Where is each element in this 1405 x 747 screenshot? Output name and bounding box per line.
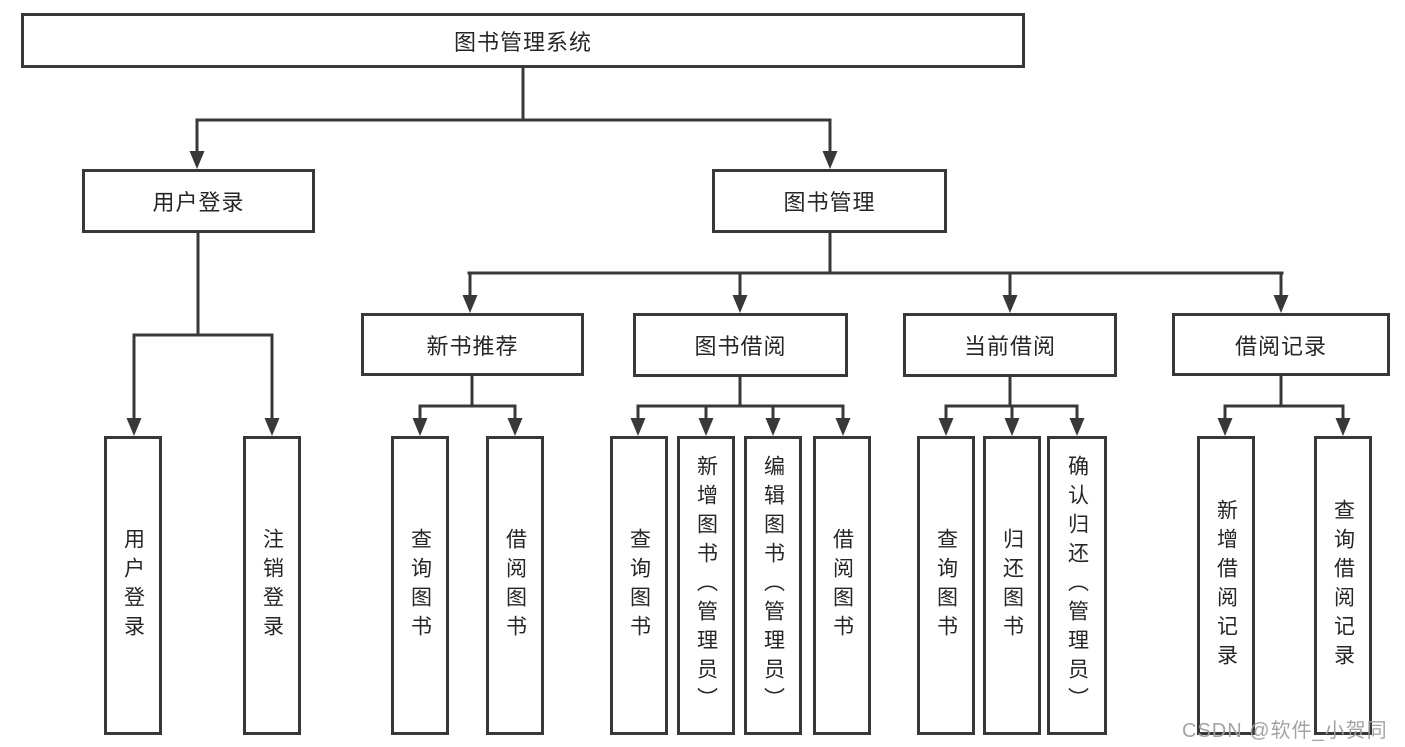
leaf-label: 新增图书（管理员） [694, 455, 718, 716]
leaf-add-book-admin: 新增图书（管理员） [677, 436, 735, 735]
leaf-borrow-book: 借阅图书 [486, 436, 544, 735]
leaf-query-borrow-record: 查询借阅记录 [1314, 436, 1372, 735]
node-borrow-records: 借阅记录 [1172, 313, 1390, 376]
node-new-book-recommend: 新书推荐 [361, 313, 584, 376]
node-user-login: 用户登录 [82, 169, 315, 233]
node-label: 新书推荐 [426, 333, 519, 359]
leaf-confirm-return-admin: 确认归还（管理员） [1047, 436, 1107, 735]
leaf-label: 确认归还（管理员） [1065, 455, 1089, 716]
leaf-label: 查询图书 [408, 527, 432, 644]
leaf-user-login: 用户登录 [104, 436, 162, 735]
leaf-label: 归还图书 [1000, 527, 1024, 644]
leaf-label: 查询图书 [627, 527, 651, 644]
arrowheads [126, 151, 1351, 436]
leaf-query-book: 查询图书 [391, 436, 449, 735]
leaf-label: 用户登录 [121, 527, 145, 644]
node-label: 借阅记录 [1234, 333, 1327, 359]
leaf-label: 注销登录 [260, 527, 284, 644]
leaf-query-book: 查询图书 [917, 436, 975, 735]
node-book-borrow: 图书借阅 [633, 313, 848, 377]
node-current-borrow: 当前借阅 [903, 313, 1117, 377]
node-root-label: 图书管理系统 [453, 29, 592, 55]
leaf-return-book: 归还图书 [983, 436, 1041, 735]
leaf-add-borrow-record: 新增借阅记录 [1197, 436, 1255, 735]
node-label: 图书借阅 [694, 334, 787, 359]
node-label: 图书管理 [783, 190, 876, 215]
leaf-edit-book-admin: 编辑图书（管理员） [744, 436, 802, 735]
node-label: 用户登录 [152, 190, 245, 215]
node-label: 当前借阅 [963, 334, 1056, 359]
leaf-logout: 注销登录 [243, 436, 301, 735]
leaf-query-book: 查询图书 [610, 436, 668, 735]
leaf-label: 借阅图书 [503, 527, 527, 644]
leaf-label: 查询借阅记录 [1331, 498, 1355, 673]
node-root: 图书管理系统 [21, 13, 1025, 68]
leaf-label: 编辑图书（管理员） [761, 455, 785, 716]
leaf-label: 新增借阅记录 [1214, 498, 1238, 673]
leaf-label: 查询图书 [934, 527, 958, 644]
leaf-label: 借阅图书 [830, 527, 854, 644]
leaf-borrow-book: 借阅图书 [813, 436, 871, 735]
node-book-management: 图书管理 [712, 169, 947, 233]
watermark: CSDN @软件_小贺同学 [1182, 720, 1388, 742]
